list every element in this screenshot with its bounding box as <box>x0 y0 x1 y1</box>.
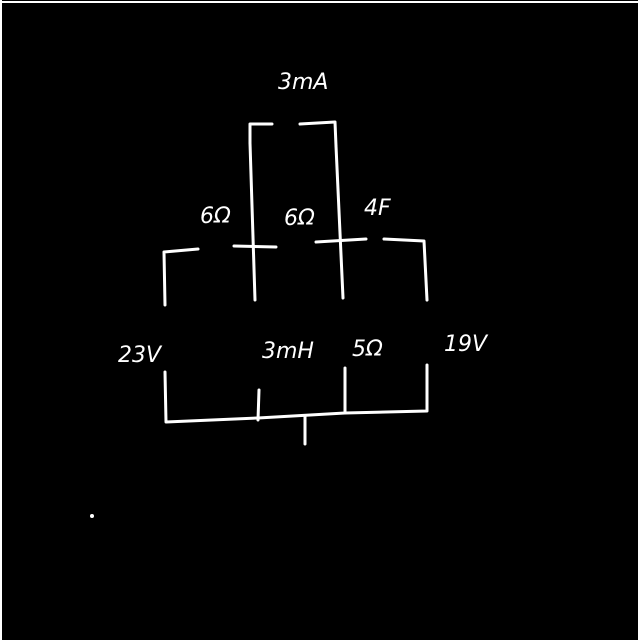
middle-right-branch-wire <box>334 144 345 300</box>
top-rail-wire-left <box>232 244 278 249</box>
voltage-source-left-label: 23V <box>118 343 163 368</box>
inductor-middle-label: 3mH <box>262 339 314 364</box>
bottom-rail-wire <box>163 363 429 424</box>
resistor-left-top-label: 6Ω <box>200 204 231 229</box>
inductor-bottom-wire <box>256 388 261 422</box>
stray-dot <box>90 514 94 518</box>
circuit-wires <box>162 120 429 446</box>
top-rail-wire-middle <box>314 237 368 244</box>
component-labels: 3mA 6Ω 6Ω 4F 23V 3mH 5Ω 19V <box>118 70 489 368</box>
voltage-source-right-label: 19V <box>444 332 489 357</box>
current-source-label: 3mA <box>278 70 328 95</box>
current-source-wire-right <box>298 120 338 148</box>
top-left-corner-wire <box>162 247 200 307</box>
current-source-wire-left <box>248 122 274 145</box>
top-right-corner-wire <box>382 237 429 302</box>
capacitor-top-right-label: 4F <box>364 196 391 221</box>
resistor-middle-bottom-label: 5Ω <box>352 337 383 362</box>
middle-left-branch-wire <box>248 141 257 302</box>
resistor-middle-top-label: 6Ω <box>284 206 315 231</box>
